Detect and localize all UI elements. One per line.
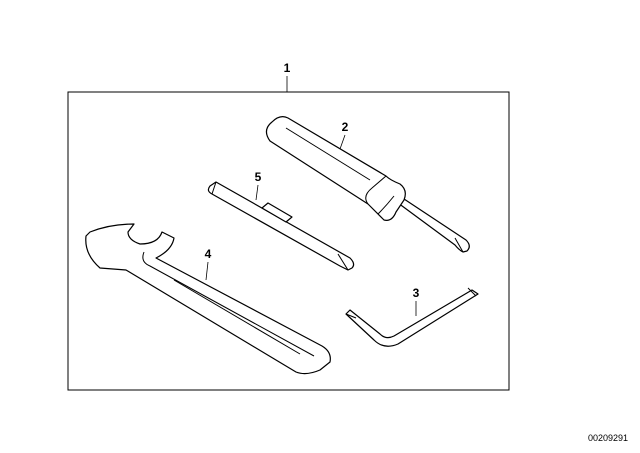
bit-shaft-body [207, 181, 355, 271]
hex-key-long-tip [467, 287, 477, 297]
callout-5: 5 [255, 170, 262, 184]
leader-line-4 [205, 261, 209, 281]
bit-shaft-end [211, 181, 217, 195]
screwdriver-blade [393, 194, 470, 253]
kit-frame [67, 91, 510, 391]
bit-shaft [207, 181, 355, 271]
screwdriver [265, 116, 470, 253]
screwdriver-handle-highlight [285, 127, 371, 181]
callout-1: 1 [284, 61, 291, 75]
leader-line-2 [339, 134, 346, 150]
screwdriver-tip-edge [454, 237, 464, 253]
hex-key [345, 287, 479, 347]
bit-shaft-phillips-tip [337, 253, 349, 271]
callout-4: 4 [205, 247, 212, 261]
screwdriver-ferrule [365, 175, 387, 205]
hex-key-short-tip [345, 313, 357, 319]
screwdriver-collar [377, 195, 395, 215]
callout-3: 3 [413, 286, 420, 300]
diagram-code: 00209291 [588, 433, 628, 443]
bit-shaft-grip [261, 202, 293, 223]
hex-key-body [345, 289, 479, 347]
wrench [85, 223, 331, 375]
wrench-shank-inner [173, 279, 301, 355]
wrench-shank-channel [142, 251, 315, 357]
screwdriver-handle [265, 116, 406, 221]
leader-line-5 [255, 184, 259, 201]
callout-2: 2 [342, 120, 349, 134]
